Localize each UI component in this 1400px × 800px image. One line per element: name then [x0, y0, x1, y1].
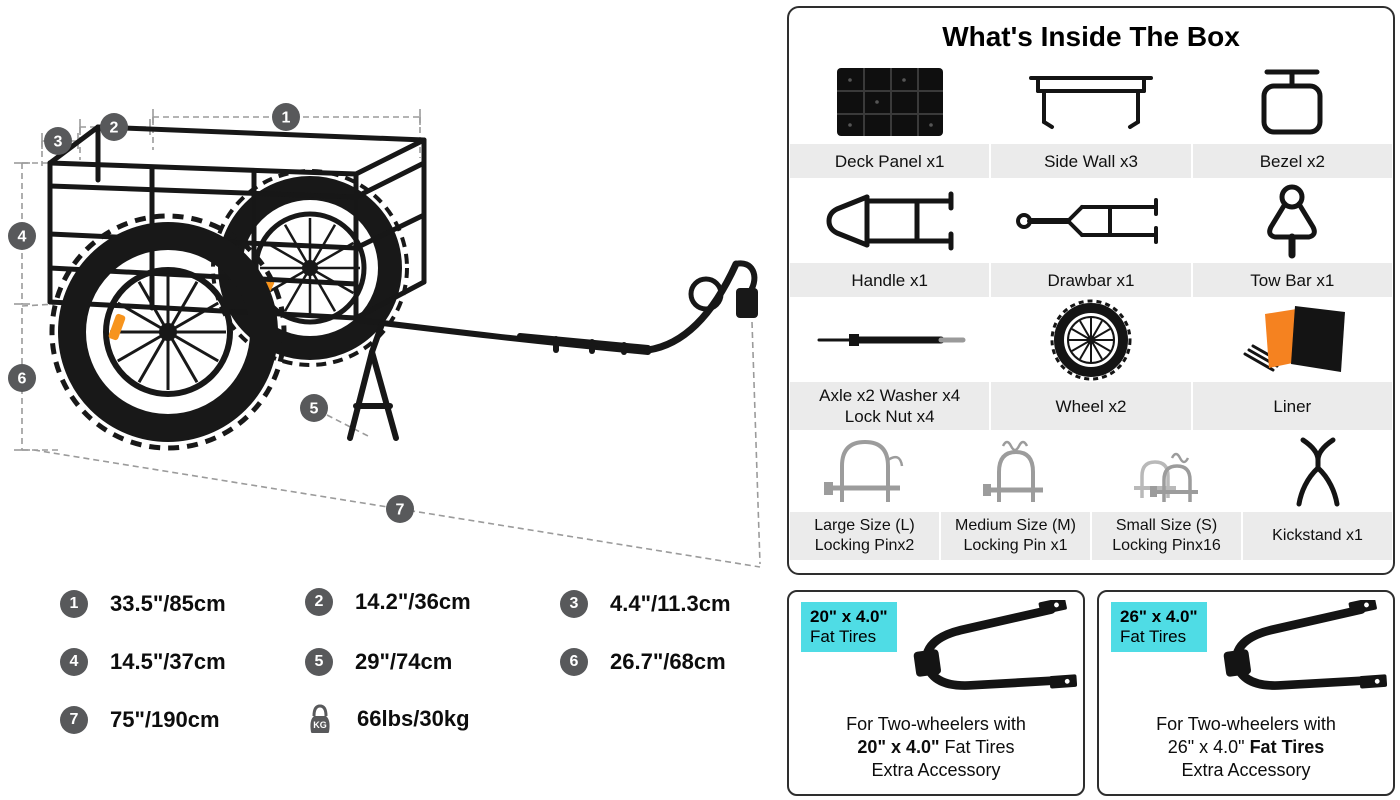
accessory-description-20: For Two-wheelers with 20" x 4.0" Fat Tir… [846, 714, 1026, 780]
part-label: Liner [1192, 382, 1392, 430]
panel-title: What's Inside The Box [942, 21, 1240, 52]
dimension-value-4: 14.5"/37cm [110, 649, 226, 674]
tow-bar-icon [1193, 178, 1392, 263]
dim-marker-7: 7 [386, 495, 414, 523]
part-drawbar: Drawbar x1 [991, 178, 1191, 297]
part-label: Axle x2 Washer x4 Lock Nut x4 [790, 382, 990, 430]
dim-marker-1: 1 [272, 103, 300, 131]
number-badge-4: 4 [60, 648, 88, 676]
dimension-value-1: 33.5"/85cm [110, 591, 226, 616]
parts-row-2: Handle x1 [789, 178, 1393, 297]
locking-pin-large-icon [790, 430, 939, 512]
part-label: Handle x1 [790, 263, 990, 297]
fat-tire-badge-26: 26" x 4.0" Fat Tires [1111, 602, 1207, 652]
parts-row-4: Large Size (L) Locking Pinx2 [789, 430, 1393, 560]
part-label: Medium Size (M) Locking Pin x1 [941, 512, 1090, 560]
part-label: Deck Panel x1 [790, 144, 990, 178]
kickstand-icon [1243, 430, 1392, 512]
locking-pin-medium-icon [941, 430, 1090, 512]
trailer-kickstand-part [347, 321, 399, 441]
dim-marker-3: 3 [44, 127, 72, 155]
drawbar-icon [991, 178, 1190, 263]
deck-panel-icon [790, 59, 989, 144]
dim-marker-6: 6 [8, 364, 36, 392]
legend-item-1: 1 33.5"/85cm [60, 590, 226, 618]
part-side-wall: Side Wall x3 [991, 59, 1191, 178]
side-wall-icon [991, 59, 1190, 144]
part-label: Small Size (S) Locking Pinx16 [1092, 512, 1241, 560]
bezel-icon [1193, 59, 1392, 144]
part-liner: Liner [1192, 297, 1392, 430]
part-kickstand: Kickstand x1 [1243, 430, 1392, 560]
weight-value: 66lbs/30kg [357, 706, 470, 731]
legend-item-7: 7 75"/190cm [60, 706, 220, 734]
legend-item-5: 5 29"/74cm [305, 648, 452, 676]
part-handle: Handle x1 [790, 178, 990, 297]
number-badge-2: 2 [305, 588, 333, 616]
dim-marker-5: 5 [300, 394, 328, 422]
part-label: Kickstand x1 [1243, 512, 1392, 560]
legend-item-2: 2 14.2"/36cm [305, 588, 471, 616]
kg-weight-icon: KG [305, 703, 335, 735]
svg-text:7: 7 [396, 502, 405, 519]
legend-item-4: 4 14.5"/37cm [60, 648, 226, 676]
number-badge-7: 7 [60, 706, 88, 734]
parts-row-3: Axle x2 Washer x4 Lock Nut x4 [789, 297, 1393, 430]
wheel-icon [991, 297, 1190, 382]
trailer-drawbar [355, 260, 758, 355]
dimension-value-7: 75"/190cm [110, 707, 220, 732]
handle-icon [790, 178, 989, 263]
part-wheel: Wheel x2 [991, 297, 1191, 430]
dim-marker-4: 4 [8, 222, 36, 250]
part-label: Bezel x2 [1192, 144, 1392, 178]
liner-icon [1193, 297, 1392, 382]
svg-text:1: 1 [282, 110, 291, 127]
fat-tire-badge-20: 20" x 4.0" Fat Tires [801, 602, 897, 652]
fork-accessory-icon [1223, 600, 1387, 690]
accessory-box-20in-fat-tires: 20" x 4.0" Fat Tires For Two-wheelers wi… [787, 590, 1085, 796]
part-label: Large Size (L) Locking Pinx2 [790, 512, 939, 560]
dimension-value-2: 14.2"/36cm [355, 589, 471, 614]
legend-item-weight: KG 66lbs/30kg [305, 703, 470, 735]
dim-marker-2: 2 [100, 113, 128, 141]
whats-inside-the-box-panel: What's Inside The Box [787, 6, 1395, 575]
svg-text:6: 6 [18, 371, 27, 388]
legend-item-3: 3 4.4"/11.3cm [560, 590, 731, 618]
axle-icon [790, 297, 989, 382]
number-badge-1: 1 [60, 590, 88, 618]
svg-text:3: 3 [54, 134, 63, 151]
part-bezel: Bezel x2 [1192, 59, 1392, 178]
accessory-box-26in-fat-tires: 26" x 4.0" Fat Tires For Two-wheelers wi… [1097, 590, 1395, 796]
number-badge-6: 6 [560, 648, 588, 676]
number-badge-5: 5 [305, 648, 333, 676]
part-locking-pin-large: Large Size (L) Locking Pinx2 [790, 430, 939, 560]
dimension-value-5: 29"/74cm [355, 649, 453, 674]
svg-text:2: 2 [110, 120, 119, 137]
part-label: Tow Bar x1 [1192, 263, 1392, 297]
part-deck-panel: Deck Panel x1 [790, 59, 990, 178]
part-label: Wheel x2 [991, 382, 1191, 430]
trailer-hitch [736, 288, 758, 318]
part-locking-pin-small: Small Size (S) Locking Pinx16 [1092, 430, 1241, 560]
part-label: Side Wall x3 [991, 144, 1191, 178]
trailer-dimension-diagram: 1 2 3 4 5 6 7 [8, 103, 761, 568]
part-tow-bar: Tow Bar x1 [1192, 178, 1392, 297]
svg-text:5: 5 [310, 401, 319, 418]
part-axle-washer-locknut: Axle x2 Washer x4 Lock Nut x4 [790, 297, 990, 430]
fork-accessory-icon [913, 600, 1077, 690]
accessory-description-26: For Two-wheelers with 26" x 4.0" Fat Tir… [1156, 714, 1336, 780]
dimension-value-3: 4.4"/11.3cm [610, 591, 731, 616]
part-locking-pin-medium: Medium Size (M) Locking Pin x1 [941, 430, 1090, 560]
part-label: Drawbar x1 [991, 263, 1191, 297]
number-badge-3: 3 [560, 590, 588, 618]
dimension-value-6: 26.7"/68cm [610, 649, 726, 674]
parts-row-1: Deck Panel x1 Side Wall x3 [789, 59, 1393, 178]
trailer-front-wheel [49, 213, 287, 451]
dimension-lines [14, 109, 761, 568]
svg-text:4: 4 [18, 229, 27, 246]
svg-text:KG: KG [313, 720, 327, 730]
locking-pin-small-icon [1092, 430, 1241, 512]
legend-item-6: 6 26.7"/68cm [560, 648, 726, 676]
